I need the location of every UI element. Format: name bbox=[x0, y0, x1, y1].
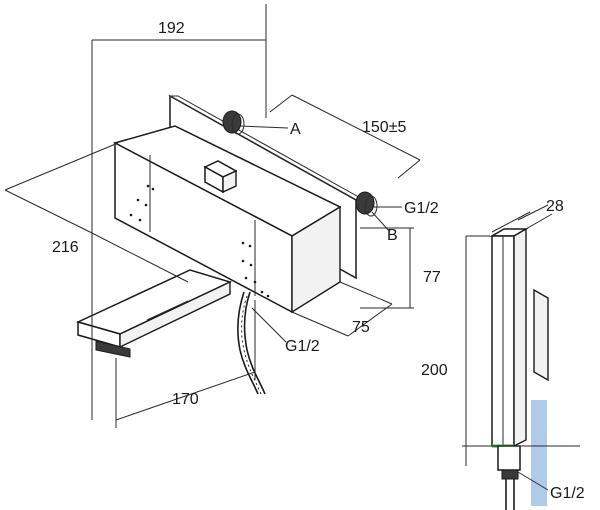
label-g12-hose: G1/2 bbox=[285, 338, 320, 355]
dim-216: 216 bbox=[4, 142, 189, 283]
label-150: 150±5 bbox=[362, 119, 406, 136]
dim-28: 28 bbox=[491, 198, 564, 233]
label-192: 192 bbox=[158, 20, 185, 37]
label-b: B bbox=[387, 227, 398, 244]
shower-holder bbox=[533, 288, 549, 382]
blue-accent bbox=[531, 400, 547, 506]
label-75: 75 bbox=[352, 319, 370, 336]
label-a: A bbox=[290, 121, 301, 138]
dot-markings bbox=[129, 184, 270, 298]
mixer-drawing: 192 216 150±5 A B G1/2 77 bbox=[4, 4, 441, 428]
label-g12-hand: G1/2 bbox=[550, 485, 585, 502]
handset-side bbox=[513, 227, 527, 448]
dim-200: 200 bbox=[421, 235, 580, 466]
label-77: 77 bbox=[423, 269, 441, 286]
dim-170: 170 bbox=[115, 300, 256, 428]
label-216: 216 bbox=[52, 239, 79, 256]
label-g12-top: G1/2 bbox=[404, 200, 439, 217]
hand-shower-drawing: 28 200 G1/2 bbox=[421, 198, 585, 510]
connector-b bbox=[355, 191, 378, 217]
spout bbox=[75, 269, 233, 358]
label-28: 28 bbox=[546, 198, 564, 215]
dim-192: 192 bbox=[91, 4, 267, 420]
hose bbox=[237, 291, 266, 395]
label-200: 200 bbox=[421, 362, 448, 379]
mixer-handle bbox=[203, 160, 238, 194]
dim-75: 75 bbox=[291, 281, 393, 337]
label-170: 170 bbox=[172, 391, 199, 408]
connector-a bbox=[222, 110, 245, 135]
dim-150: 150±5 bbox=[269, 94, 421, 179]
